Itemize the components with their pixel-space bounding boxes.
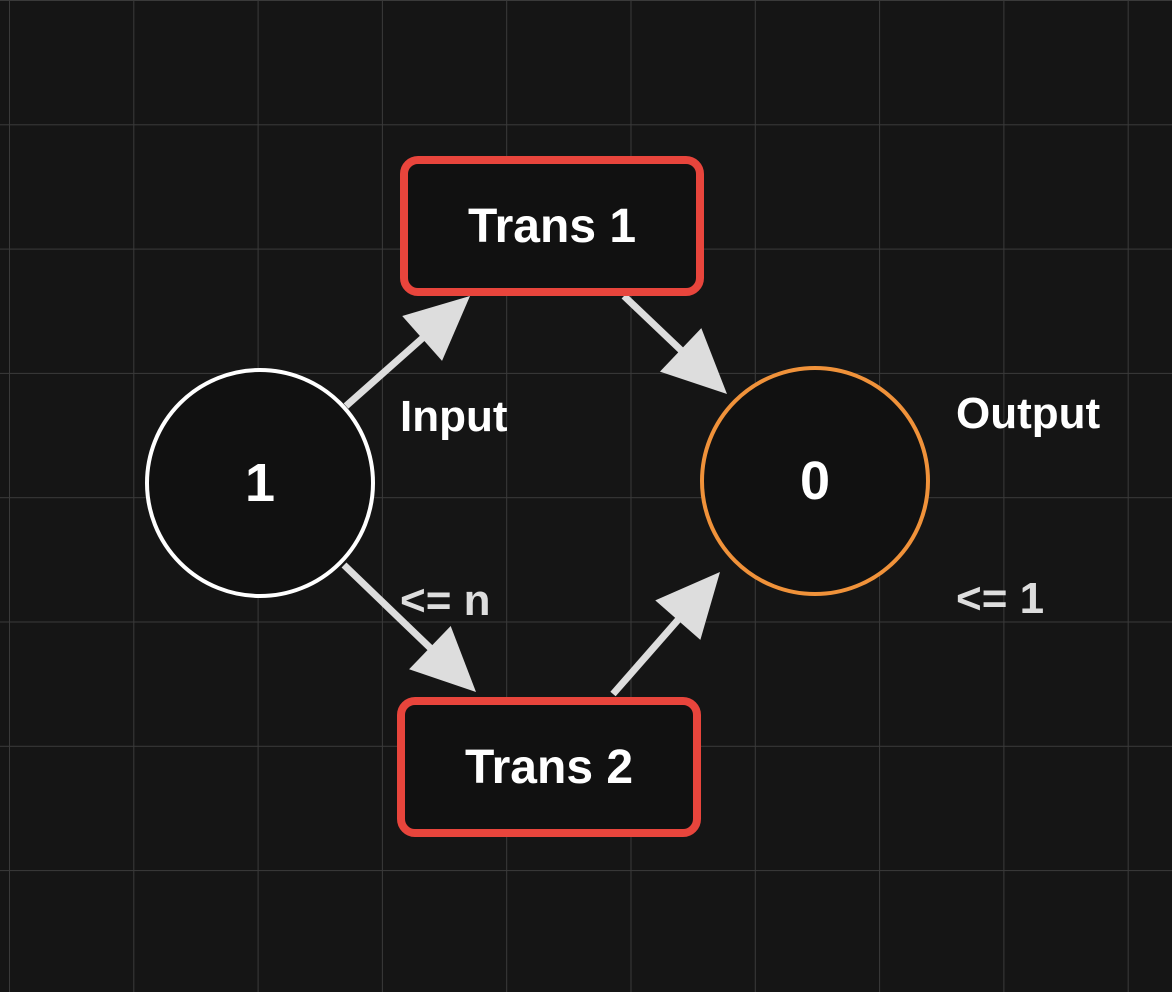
arc-trans-2-to-output <box>610 614 684 697</box>
arrowhead-trans-1-to-output <box>659 328 727 394</box>
arrowhead-input-to-trans-2 <box>409 626 476 692</box>
transition-trans-1[interactable]: Trans 1 <box>400 156 704 296</box>
token-count: 0 <box>799 451 831 511</box>
arc-trans-1-to-output <box>621 293 686 356</box>
place-output[interactable]: 0 <box>700 366 930 596</box>
transition-label: Trans 2 <box>464 740 634 794</box>
token-count: 1 <box>244 453 276 513</box>
transition-trans-2[interactable]: Trans 2 <box>397 697 701 837</box>
arc-input-to-trans-2 <box>341 562 436 653</box>
arrowhead-input-to-trans-1 <box>402 296 470 361</box>
arrowhead-trans-2-to-output <box>655 572 720 640</box>
place-name-label: Output <box>956 389 1101 438</box>
capacity-label: <= n <box>400 576 491 625</box>
place-input[interactable]: 1 <box>145 368 375 598</box>
place-name-label: Input <box>400 392 508 441</box>
transition-label: Trans 1 <box>467 199 637 253</box>
arc-input-to-trans-1 <box>343 333 428 409</box>
capacity-label: <= 1 <box>956 574 1045 623</box>
